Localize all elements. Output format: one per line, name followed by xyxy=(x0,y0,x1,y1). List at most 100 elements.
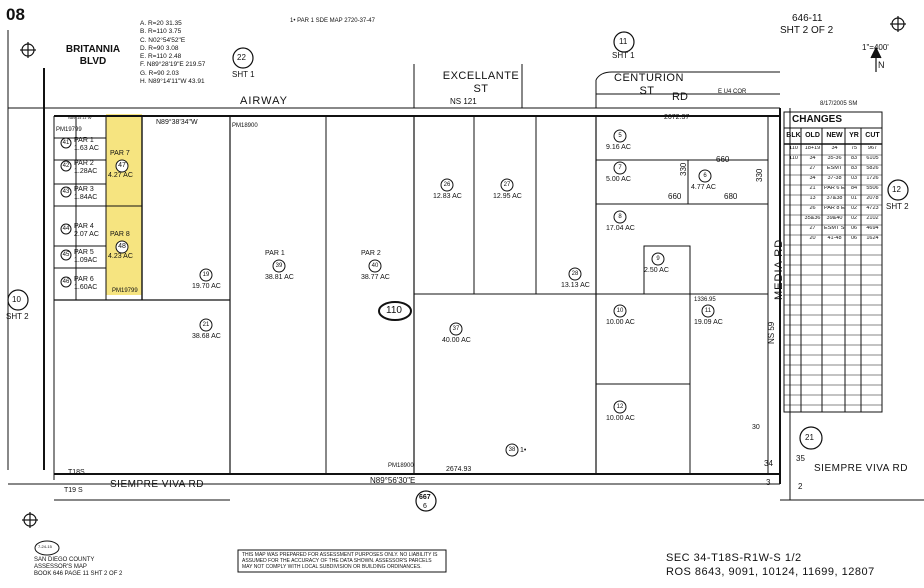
parcel-label: PAR 5 xyxy=(74,249,94,256)
parcel-label: PAR 1 xyxy=(74,137,94,144)
parcel-number: 7 xyxy=(618,165,622,171)
parcel-acreage: 4.77 AC xyxy=(691,184,716,191)
parcel-acreage: 4.23 AC xyxy=(108,253,133,260)
section-34: 34 xyxy=(764,459,773,468)
distance-top: 2672.37 xyxy=(664,114,690,121)
changes-column-header: YR xyxy=(849,132,859,139)
block-number: 110 xyxy=(386,305,402,316)
parcel-number: 40 xyxy=(371,263,379,269)
legend-line: F. N89°28'19"E 219.57 xyxy=(140,61,206,69)
changes-cell: 18+19 xyxy=(804,146,821,151)
parcel-number: 42 xyxy=(62,163,70,169)
pm19799-top: PM19799 xyxy=(56,127,82,133)
changes-title: CHANGES xyxy=(792,114,843,125)
street-ns121: NS 121 xyxy=(450,97,477,106)
changes-cell: PAR 6 EX 18 xyxy=(824,186,845,191)
parcel-label: PAR 1 xyxy=(265,250,285,257)
changes-cell: 37&38 xyxy=(826,196,843,201)
changes-cell: ESMT xyxy=(826,166,843,171)
pm18900-top: PM18900 xyxy=(232,123,258,129)
parcel-acreage: 38.77 AC xyxy=(361,274,390,281)
distance-330b: 330 xyxy=(755,168,764,182)
changes-cell: 75 xyxy=(850,146,858,151)
changes-cell: 110 xyxy=(789,146,798,151)
parcel-acreage: 19.70 AC xyxy=(192,283,221,290)
parcel-acreage: 1.60AC xyxy=(74,284,98,291)
parcel-label: PAR 3 xyxy=(74,186,94,193)
changes-cell: 27 xyxy=(809,166,816,171)
sheet-ref-left-label: SHT 2 xyxy=(6,312,29,321)
parcel-number: 43 xyxy=(62,189,70,195)
seal-stamp: 7-24-15 xyxy=(38,544,52,549)
sheet-ref-left-number: 10 xyxy=(12,295,21,304)
parcel-number: 46 xyxy=(62,279,70,285)
parcel-number: 8 xyxy=(618,214,622,220)
changes-cell: 2102 xyxy=(866,216,879,221)
disclaimer-line-3: MAY NOT COMPLY WITH LOCAL SUBDIVISION OR… xyxy=(242,564,422,570)
parcel-acreage: 1.84AC xyxy=(74,194,98,201)
changes-cell: 5506 xyxy=(866,186,879,191)
parcel-acreage: 9.16 AC xyxy=(606,144,631,151)
street-siempre-viva-right: SIEMPRE VIVA RD xyxy=(814,463,909,474)
parcel-number: 21 xyxy=(202,322,210,328)
changes-cell: PAR 8 EX 14 xyxy=(824,206,845,211)
parcel-number: 27 xyxy=(503,182,511,188)
parcel-label: PAR 7 xyxy=(110,150,130,157)
parcel-label: PAR 8 xyxy=(110,231,130,238)
street-excellante: EXCELLANTE ST xyxy=(442,70,520,95)
parcel-acreage: 1• xyxy=(520,447,527,454)
parcel-acreage: 10.00 AC xyxy=(606,415,635,422)
parcel-number: 44 xyxy=(62,226,70,232)
street-airway: AIRWAY xyxy=(240,95,288,107)
section-line: SEC 34-T18S-R1W-S 1/2 xyxy=(666,552,802,564)
sheet-ref-right-number: 12 xyxy=(892,185,901,194)
section-35: 35 xyxy=(796,454,805,463)
parcel-acreage: 10.00 AC xyxy=(606,319,635,326)
parcel-number: 41 xyxy=(62,140,70,146)
changes-grid-lines xyxy=(784,154,882,406)
changes-cell: 37-38 xyxy=(827,176,842,181)
county-line-1: SAN DIEGO COUNTY xyxy=(34,557,95,563)
parcel-acreage: 5.00 AC xyxy=(606,176,631,183)
changes-cell: 41-48 xyxy=(827,236,842,241)
changes-cell: 21 xyxy=(809,186,816,191)
bearing-top: N89°38'34"W xyxy=(156,119,198,126)
legend-line: G. R=90 2.03 xyxy=(140,69,179,77)
registration-mark-top-left xyxy=(20,42,36,58)
distance-1336: 1336.95 xyxy=(694,297,716,303)
parcel-number: 45 xyxy=(62,252,70,258)
parcel-number: 9 xyxy=(656,256,660,262)
date-code: 8/17/2005 SM xyxy=(820,101,858,107)
parcel-acreage: 1.28AC xyxy=(74,168,98,175)
ros-line: ROS 8643, 9091, 10124, 11699, 12807 xyxy=(666,566,875,578)
bearing-top-small: N89°14'11"W xyxy=(68,115,92,120)
page-number: 08 xyxy=(6,5,25,24)
section-3: 3 xyxy=(766,478,771,487)
bearing-bottom: N89°56'30"E xyxy=(370,476,416,485)
township-t18s: T18S xyxy=(68,469,85,476)
parcel-acreage: 12.83 AC xyxy=(433,193,462,200)
sheet-ref-top-label: SHT 1 xyxy=(232,70,255,79)
street-siempre-viva-left: SIEMPRE VIVA RD xyxy=(110,479,205,490)
changes-cell: 34 xyxy=(809,156,816,161)
street-rd-top: RD xyxy=(672,91,688,103)
changes-cell: 13 xyxy=(809,196,816,201)
sheet-ref-upper-label: SHT 1 xyxy=(612,51,635,60)
street-ns59: NS 59 xyxy=(767,321,776,344)
changes-cell: 2078 xyxy=(866,196,879,201)
parcel-acreage: 2.50 AC xyxy=(644,267,669,274)
parcel-number: 5 xyxy=(618,133,622,139)
disclaimer-box xyxy=(237,549,447,573)
parcel-number: 39 xyxy=(275,263,283,269)
map-linework xyxy=(7,30,924,501)
pm19799-bottom: PM19799 xyxy=(112,288,138,294)
parcel-number-circles xyxy=(60,129,715,457)
parcel-number: 48 xyxy=(118,243,126,250)
parcel-number: 6 xyxy=(703,173,707,179)
disclaimer-line-1: THIS MAP WAS PREPARED FOR ASSESSMENT PUR… xyxy=(242,552,438,558)
distance-680: 680 xyxy=(724,192,738,201)
changes-cell: 6105 xyxy=(866,156,879,161)
parcel-number: 47 xyxy=(118,162,126,169)
changes-column-header: BLK xyxy=(786,132,801,139)
disclaimer-line-2: ASSUMED FOR THE ACCURACY OF THE DATA SHO… xyxy=(242,558,432,564)
